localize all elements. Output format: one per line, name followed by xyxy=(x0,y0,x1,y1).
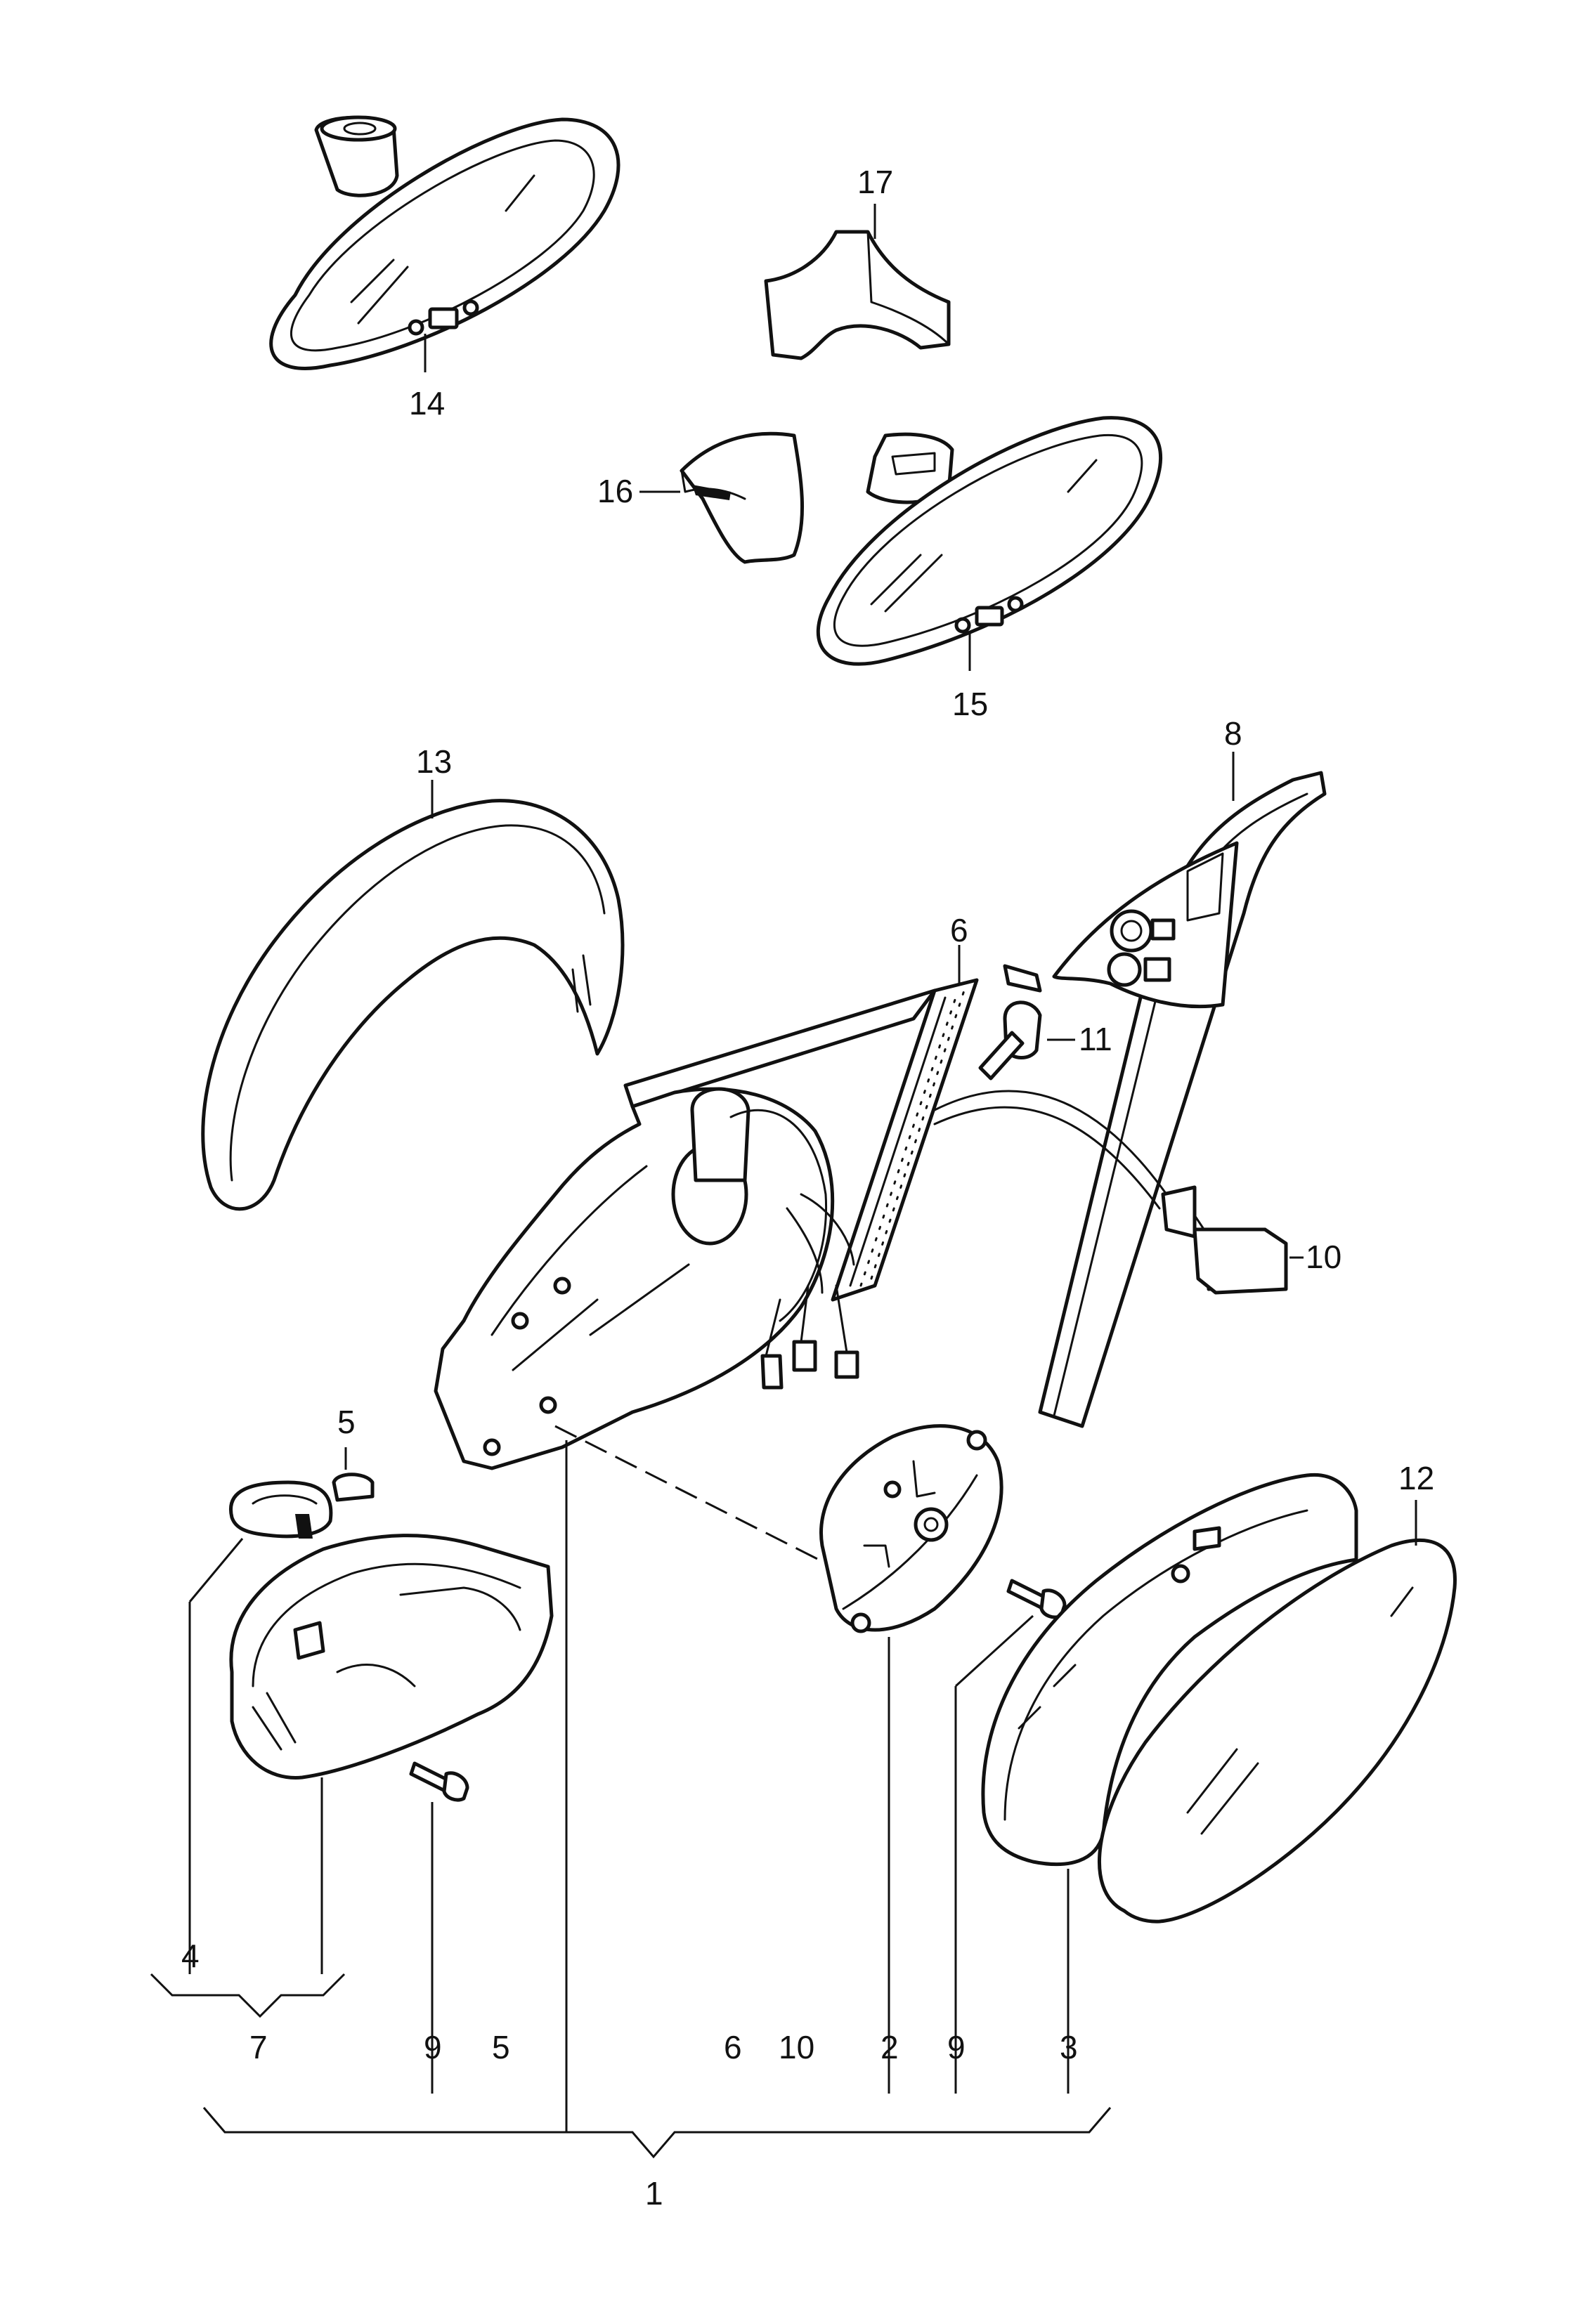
label-11: 11 xyxy=(1079,1021,1112,1057)
label-14: 14 xyxy=(409,385,445,422)
bottom-label-10: 10 xyxy=(779,2029,814,2065)
bottom-label-5: 5 xyxy=(492,2029,510,2065)
bulb-5 xyxy=(332,1447,375,1502)
callout-labels: 14 17 16 15 13 8 6 11 10 5 12 xyxy=(337,164,1434,1496)
label-12: 12 xyxy=(1398,1460,1434,1496)
connector-10 xyxy=(1193,1227,1304,1295)
frame-seal-8 xyxy=(1003,752,1327,1428)
bottom-label-7: 7 xyxy=(249,2029,268,2065)
bottom-label-6: 6 xyxy=(724,2029,742,2065)
bracket-lines xyxy=(150,1973,1112,2159)
mirror-glass-12 xyxy=(1098,1500,1457,1924)
lamp-housing-4 xyxy=(188,1480,333,1974)
bottom-label-1: 1 xyxy=(645,2175,663,2212)
bottom-label-row: 4 7 9 5 6 10 2 9 3 1 xyxy=(181,1938,1078,2212)
label-13: 13 xyxy=(416,743,452,780)
housing-cap-13 xyxy=(201,780,625,1211)
screw-9a xyxy=(409,1761,469,2094)
alignment-dashed-line xyxy=(554,1425,826,1565)
label-17: 17 xyxy=(857,164,893,200)
lower-housing-7 xyxy=(229,1534,554,1974)
screw-9b xyxy=(954,1579,1067,2094)
bottom-label-3: 3 xyxy=(1060,2029,1078,2065)
bottom-label-9b: 9 xyxy=(947,2029,966,2065)
interior-mirror-14 xyxy=(269,115,620,372)
label-6: 6 xyxy=(950,912,968,948)
label-8: 8 xyxy=(1224,715,1242,752)
base-gasket-6 xyxy=(831,945,979,1302)
adjuster-motor-2 xyxy=(819,1424,1003,2094)
label-5: 5 xyxy=(337,1404,356,1440)
label-10: 10 xyxy=(1306,1239,1341,1275)
bottom-label-9a: 9 xyxy=(424,2029,442,2065)
housing-shell-3 xyxy=(981,1473,1358,2094)
interior-mirror-15 xyxy=(816,416,1163,671)
screw-11 xyxy=(978,1000,1075,1081)
label-15: 15 xyxy=(952,686,988,722)
bottom-label-4: 4 xyxy=(181,1938,200,1974)
mount-cover-16 xyxy=(639,431,805,564)
label-16: 16 xyxy=(597,473,633,509)
mount-cover-17 xyxy=(764,204,951,360)
bottom-label-2: 2 xyxy=(881,2029,899,2065)
